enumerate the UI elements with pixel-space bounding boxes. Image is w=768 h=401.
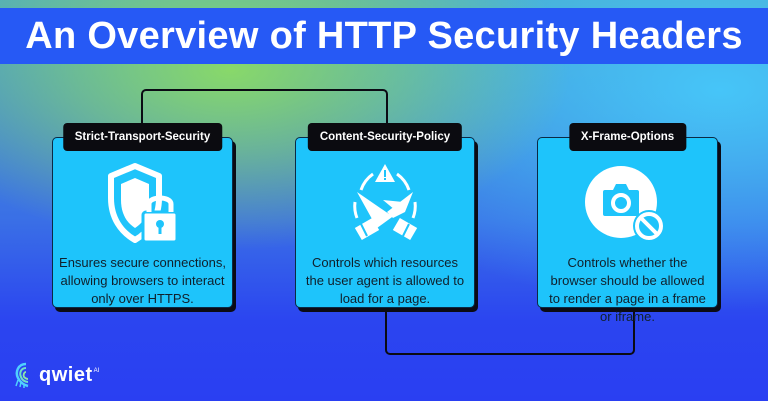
qwiet-logo: qwiet AI xyxy=(14,362,99,388)
shield-lock-icon xyxy=(98,162,188,246)
connector-csp-to-xfo xyxy=(385,305,635,355)
title-banner: An Overview of HTTP Security Headers xyxy=(0,8,768,64)
logo-superscript: AI xyxy=(93,368,100,374)
connector-sts-to-csp xyxy=(141,89,388,141)
card-description: Ensures secure connections, allowing bro… xyxy=(59,255,226,306)
card-description: Controls whether the browser should be a… xyxy=(549,255,706,324)
card-strict-transport-security: Strict-Transport-Security Ensures secure… xyxy=(52,123,233,308)
card-content-security-policy: Content-Security-Policy Controls which r… xyxy=(295,123,475,308)
crossed-hands-warning-icon xyxy=(340,162,430,246)
card-label: Content-Security-Policy xyxy=(307,123,463,151)
logo-text: qwiet xyxy=(39,363,93,386)
page-title: An Overview of HTTP Security Headers xyxy=(25,14,743,57)
card-label: X-Frame-Options xyxy=(568,123,687,151)
qwiet-spiral-icon xyxy=(15,362,29,388)
card-label: Strict-Transport-Security xyxy=(62,123,223,151)
card-description: Controls which resources the user agent … xyxy=(305,255,465,306)
card-x-frame-options: X-Frame-Options Controls whether the bro… xyxy=(537,123,718,324)
camera-blocked-icon xyxy=(583,162,673,246)
